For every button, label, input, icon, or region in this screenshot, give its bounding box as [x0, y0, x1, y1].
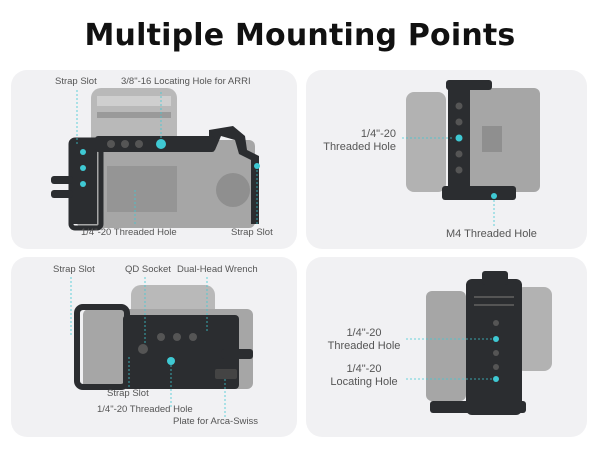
- panel-side-view: 1/4"-20 Threaded Hole M4 Threaded Hole: [306, 70, 587, 249]
- caged-camera-bottom-illustration: [70, 277, 253, 419]
- label-line-2: Locating Hole: [330, 375, 398, 388]
- panel-front-view: Strap Slot 3/8"-16 Locating Hole for ARR…: [11, 70, 297, 249]
- label-line-2: Threaded Hole: [327, 339, 401, 352]
- panel-bottom-view: Strap Slot QD Socket Dual-Head Wrench St…: [11, 257, 297, 437]
- label-threaded-hole: 1/4"-20 Threaded Hole: [320, 128, 396, 153]
- caged-camera-side-illustration: [402, 80, 540, 228]
- label-line-1: 1/4"-20: [346, 363, 382, 375]
- panel-grip-side-view: 1/4"-20 Threaded Hole 1/4"-20 Locating H…: [306, 257, 587, 437]
- label-m4-threaded-hole: M4 Threaded Hole: [446, 228, 537, 240]
- label-threaded-hole: 1/4"-20 Threaded Hole: [322, 327, 406, 352]
- label-qd-socket: QD Socket: [125, 264, 171, 275]
- caged-camera-grip-illustration: [406, 271, 552, 415]
- label-dual-head-wrench: Dual-Head Wrench: [177, 264, 258, 275]
- label-strap-slot-left: Strap Slot: [53, 264, 95, 275]
- label-line-1: 1/4"-20: [360, 128, 396, 140]
- caged-camera-front-illustration: [51, 88, 260, 231]
- label-strap-slot-bottom: Strap Slot: [107, 388, 149, 399]
- label-threaded-hole: 1/4"-20 Threaded Hole: [97, 404, 193, 415]
- label-arca-plate: Plate for Arca-Swiss: [173, 416, 258, 427]
- label-strap-slot-top: Strap Slot: [55, 76, 97, 87]
- label-locating-hole: 1/4"-20 Locating Hole: [322, 363, 406, 388]
- label-line-2: Threaded Hole: [323, 140, 396, 153]
- label-line-1: 1/4"-20: [346, 327, 382, 339]
- label-threaded-hole: 1/4"-20 Threaded Hole: [81, 227, 177, 238]
- label-locating-hole-arri: 3/8"-16 Locating Hole for ARRI: [121, 76, 251, 87]
- label-strap-slot-right: Strap Slot: [231, 227, 273, 238]
- page-title: Multiple Mounting Points: [84, 18, 516, 53]
